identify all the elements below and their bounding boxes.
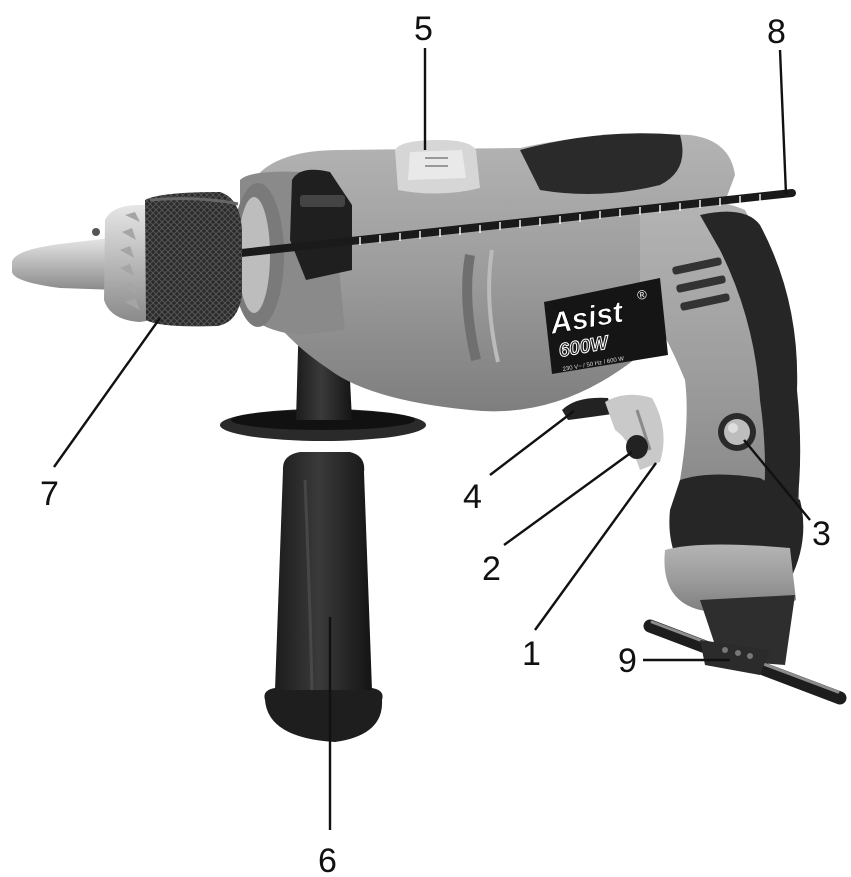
leader-line-8 [778, 49, 788, 195]
callout-numbers: 1 2 3 4 5 6 7 8 9 [40, 10, 831, 877]
leader-lines [53, 48, 811, 830]
leader-line-2 [503, 451, 633, 546]
callout-7: 7 [40, 475, 59, 513]
callout-2: 2 [482, 550, 501, 588]
leader-line-7 [53, 317, 161, 468]
leader-line-4 [489, 410, 575, 476]
callout-3: 3 [812, 515, 831, 553]
reverse-switch [562, 397, 612, 420]
depth-stop-rod [191, 189, 796, 262]
registered-mark: ® [636, 286, 648, 303]
mode-selector-switch [395, 140, 480, 194]
chuck-key [643, 619, 847, 705]
callout-5: 5 [414, 10, 433, 48]
brand-plate: Asist ® 600W 230 V~ / 50 Hz / 600 W [544, 278, 668, 374]
callout-6: 6 [318, 842, 337, 877]
callout-9: 9 [618, 642, 637, 680]
trigger-switch [605, 394, 664, 470]
leader-line-1 [534, 462, 657, 631]
trigger-area [562, 394, 756, 470]
callout-8: 8 [767, 13, 786, 51]
keyed-chuck [12, 192, 242, 327]
leader-line-3 [743, 439, 811, 521]
callout-1: 1 [522, 635, 541, 673]
callout-4: 4 [463, 478, 482, 516]
